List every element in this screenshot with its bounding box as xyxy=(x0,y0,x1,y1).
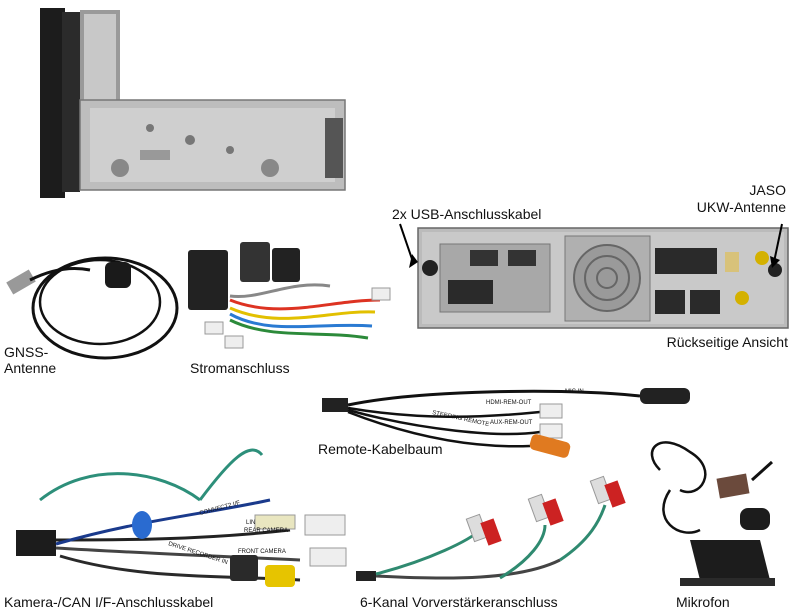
tag-steering-remote: STEERING REMOTE xyxy=(432,410,490,428)
tag-connect2: CONNECT2 I/F xyxy=(199,500,241,517)
camera-can-harness-image xyxy=(16,448,347,587)
remote-harness-image xyxy=(322,388,690,458)
gnss-antenna-image xyxy=(6,256,179,360)
tag-aux-rem-out: AUX-REM-OUT xyxy=(490,420,533,426)
tag-lin: LIN xyxy=(246,520,255,526)
preamp-harness-image xyxy=(356,475,626,581)
tag-mic-in: MIC IN xyxy=(565,389,584,395)
tag-front-camera: FRONT CAMERA xyxy=(238,549,286,555)
label-camera-can: Kamera-/CAN I/F-Anschlusskabel xyxy=(4,594,214,610)
label-rear-view: Rückseitige Ansicht xyxy=(666,334,788,350)
label-preamp: 6-Kanal Vorverstärkeranschluss xyxy=(360,594,558,610)
head-unit-side-image xyxy=(40,8,346,198)
label-fm-antenna: UKW-Antenne xyxy=(696,199,786,215)
label-power: Stromanschluss xyxy=(190,360,290,376)
label-remote: Remote-Kabelbaum xyxy=(318,441,443,457)
tag-rear-camera: REAR CAMERA xyxy=(244,528,288,534)
rear-view-image xyxy=(399,223,789,329)
label-gnss-1: GNSS- xyxy=(4,344,49,360)
label-jaso: JASO xyxy=(749,182,786,198)
label-usb-cables: 2x USB-Anschlusskabel xyxy=(392,206,542,222)
label-mic: Mikrofon xyxy=(676,594,730,610)
microphone-image xyxy=(650,441,775,586)
tag-hdmi-rem-out: HDMI-REM-OUT xyxy=(486,400,532,406)
label-gnss-2: Antenne xyxy=(4,360,57,376)
power-harness-image xyxy=(188,242,391,349)
cable-tags: MIC IN HDMI-REM-OUT AUX-REM-OUT STEERING… xyxy=(167,389,583,566)
